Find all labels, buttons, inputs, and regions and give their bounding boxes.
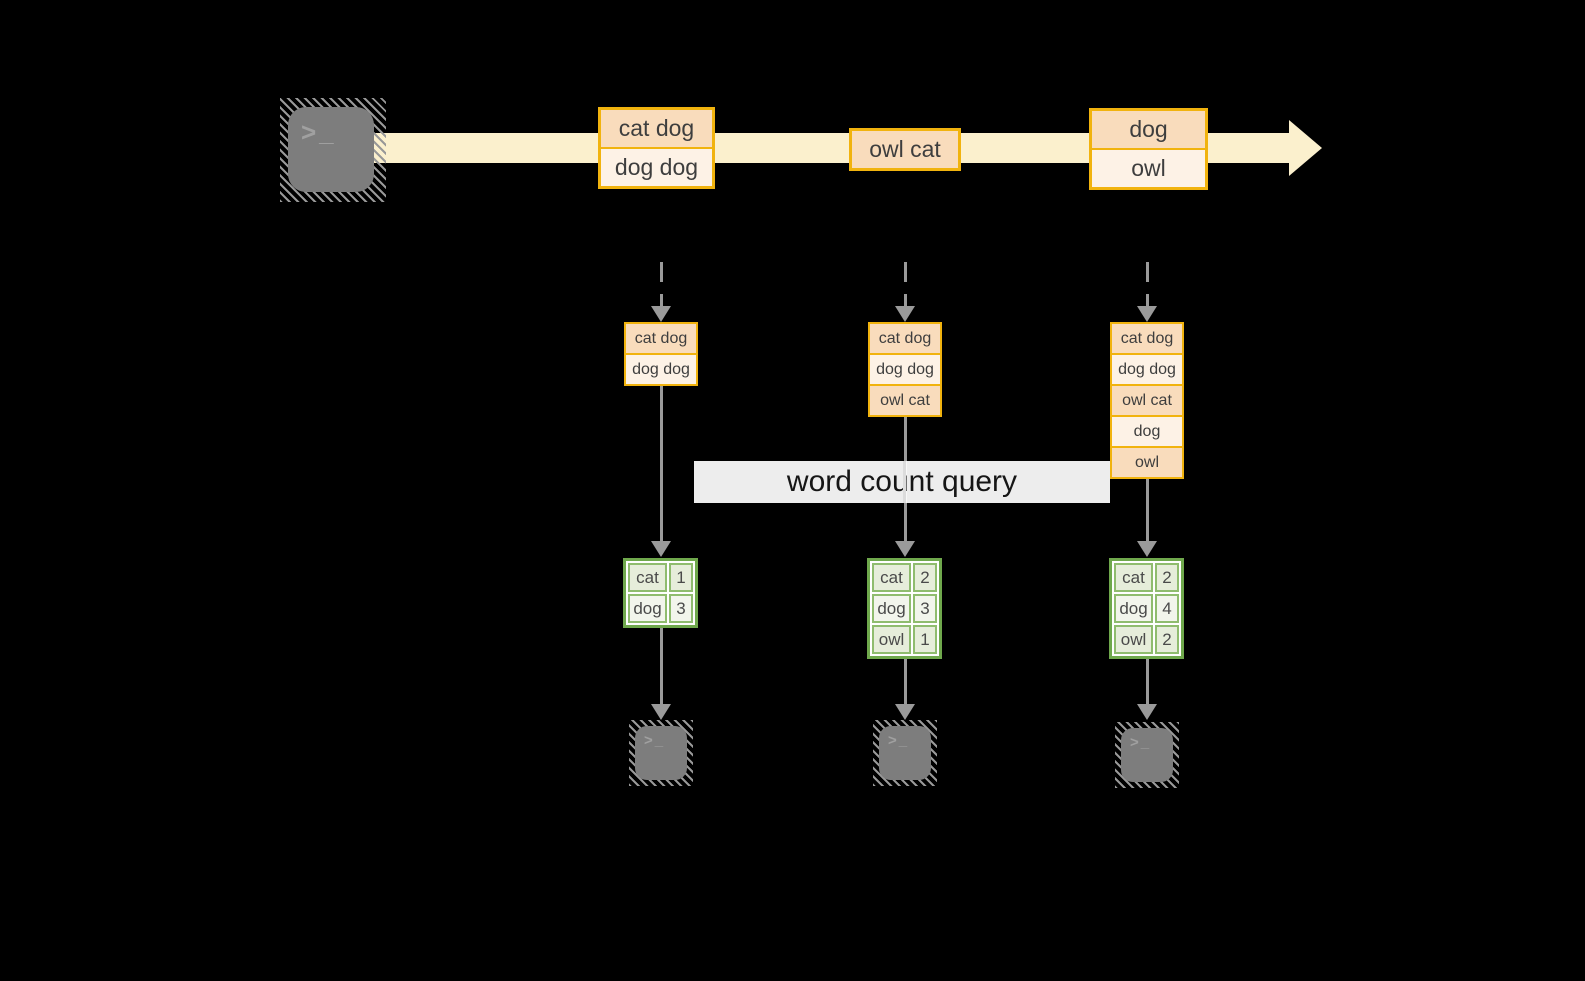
query-label: word count query [694,461,1110,503]
stream-event-line: owl [1092,150,1205,187]
count-word: cat [628,563,667,592]
window-record: cat dog [626,324,696,353]
count-value: 3 [669,594,693,623]
count-value: 1 [913,625,937,654]
sink-terminal-icon: >_ [1121,728,1173,782]
source-terminal-icon: >_ [288,107,374,192]
stream-event-line: dog [1092,111,1205,148]
stream-event-2: owl cat [849,128,961,171]
sink-arrow-line [660,628,663,704]
terminal-prompt-glyph: >_ [1130,734,1152,751]
dashed-arrowhead-icon [895,306,915,322]
window-records-3: cat dog dog dog owl cat dog owl [1110,322,1184,479]
arrow-through-label [903,461,906,503]
dashed-arrow-line [660,262,663,306]
sink-arrow-line [904,659,907,704]
window-record: owl [1112,448,1182,477]
terminal-prompt-glyph: >_ [888,732,910,749]
count-table-2: cat 2 dog 3 owl 1 [867,558,942,659]
sink-arrow-line [1146,659,1149,704]
sink-terminal-icon: >_ [879,726,931,780]
sink-terminal-icon: >_ [635,726,687,780]
count-value: 3 [913,594,937,623]
window-record: dog [1112,417,1182,446]
dashed-arrowhead-icon [651,306,671,322]
count-value: 2 [1155,625,1179,654]
count-value: 2 [1155,563,1179,592]
count-word: dog [872,594,911,623]
window-record: cat dog [1112,324,1182,353]
count-value: 1 [669,563,693,592]
terminal-prompt-glyph: >_ [644,732,666,749]
sink-arrowhead-icon [651,704,671,720]
window-record: owl cat [870,386,940,415]
count-table-3: cat 2 dog 4 owl 2 [1109,558,1184,659]
query-arrowhead-icon [651,541,671,557]
stream-event-3: dog owl [1089,108,1208,190]
window-record: cat dog [870,324,940,353]
terminal-prompt-glyph: >_ [301,117,337,147]
count-word: dog [1114,594,1153,623]
count-word: cat [1114,563,1153,592]
stream-event-line: dog dog [601,149,712,186]
dashed-arrow-line [1146,262,1149,306]
count-word: owl [1114,625,1153,654]
query-arrowhead-icon [895,541,915,557]
query-arrowhead-icon [1137,541,1157,557]
stream-event-line: owl cat [852,131,958,168]
count-table-1: cat 1 dog 3 [623,558,698,628]
count-value: 4 [1155,594,1179,623]
stream-event-1: cat dog dog dog [598,107,715,189]
stream-event-line: cat dog [601,110,712,147]
sink-arrowhead-icon [1137,704,1157,720]
dashed-arrow-line [904,262,907,306]
count-word: owl [872,625,911,654]
query-arrow-line [660,386,663,541]
window-record: dog dog [626,355,696,384]
count-word: dog [628,594,667,623]
window-records-2: cat dog dog dog owl cat [868,322,942,417]
window-records-1: cat dog dog dog [624,322,698,386]
dashed-arrowhead-icon [1137,306,1157,322]
window-record: dog dog [1112,355,1182,384]
window-record: dog dog [870,355,940,384]
count-value: 2 [913,563,937,592]
window-record: owl cat [1112,386,1182,415]
sink-arrowhead-icon [895,704,915,720]
count-word: cat [872,563,911,592]
query-arrow-line [1146,479,1149,541]
stream-arrowhead-icon [1289,120,1322,176]
